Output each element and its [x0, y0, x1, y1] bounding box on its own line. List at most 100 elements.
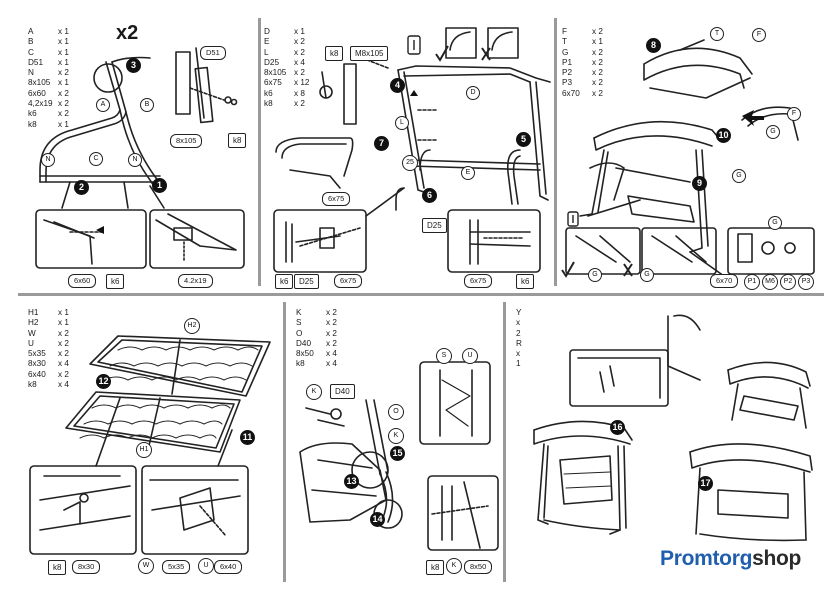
- part-qty: x 2: [294, 99, 305, 109]
- parts-row: P1 x 2: [562, 58, 612, 68]
- label-6x75-right: 6x75: [464, 274, 493, 288]
- callout-k-mid: K: [388, 428, 404, 444]
- part-code: H2: [28, 318, 39, 328]
- part-qty: x 2: [326, 338, 337, 348]
- parts-list-6: Y x 2 R x 1: [516, 308, 522, 370]
- part-qty: x 2: [592, 78, 603, 88]
- part-qty: x 2: [592, 88, 603, 98]
- detail-k-d40: [305, 407, 345, 427]
- parts-row: Y x 2: [516, 308, 522, 339]
- part-code: E: [264, 37, 270, 47]
- part-qty: x 12: [294, 78, 310, 88]
- step-5: 5: [516, 132, 531, 147]
- parts-row: 4,2x19 x 2: [28, 99, 78, 109]
- label-5x35: 5x35: [162, 560, 191, 574]
- callout-p3: P3: [798, 274, 814, 290]
- callout-b: B: [140, 98, 154, 112]
- callout-h1: H1: [136, 442, 152, 458]
- part-code: P2: [562, 68, 573, 78]
- part-code: 6x40: [28, 369, 46, 379]
- detail-1-box: [149, 209, 245, 269]
- callout-p1: P1: [744, 274, 760, 290]
- callout-t: T: [710, 27, 724, 41]
- part-code: 8x30: [28, 359, 46, 369]
- part-code: 5x35: [28, 349, 46, 359]
- part-qty: x 2: [58, 99, 69, 109]
- parts-row: k8 x 2: [264, 99, 314, 109]
- step-16: 16: [610, 420, 625, 435]
- part-qty: x 8: [294, 88, 305, 98]
- seat-net-h1: [65, 391, 241, 453]
- part-qty: x 1: [58, 119, 69, 129]
- callout-f-top: F: [752, 28, 766, 42]
- part-qty: x 2: [326, 328, 337, 338]
- step-6: 6: [422, 188, 437, 203]
- part-code: P1: [562, 57, 573, 67]
- step-4: 4: [390, 78, 405, 93]
- callout-k-bottom: K: [446, 558, 462, 574]
- part-code: k8: [28, 119, 37, 129]
- part-qty: x 2: [592, 27, 603, 36]
- horizontal-divider: [18, 293, 824, 296]
- label-6x40: 6x40: [214, 560, 243, 574]
- part-qty: x 2: [592, 68, 603, 78]
- callout-n-right: N: [128, 153, 142, 167]
- swing-final-left: [533, 420, 633, 535]
- swing-side-hanging: [299, 399, 403, 529]
- part-qty: x 2: [58, 328, 69, 338]
- part-qty: x 2: [58, 88, 69, 98]
- part-code: H1: [28, 308, 39, 317]
- callout-u: U: [462, 348, 478, 364]
- callout-g-cross: G: [640, 268, 654, 282]
- parts-row: H1 x 1: [28, 308, 78, 318]
- detail-16-box: [569, 349, 669, 407]
- part-code: U: [28, 338, 34, 348]
- part-code: K: [296, 308, 302, 317]
- detail-s-box: [419, 361, 491, 445]
- callout-s: S: [436, 348, 452, 364]
- part-code: 8x105: [264, 68, 287, 78]
- part-qty: x 2: [592, 57, 603, 67]
- callout-m6: M6: [762, 274, 778, 290]
- label-8x30: 8x30: [72, 560, 101, 574]
- part-qty: x 1: [58, 47, 69, 57]
- part-qty: x 1: [592, 37, 603, 47]
- main-frame-drawing: [395, 65, 551, 211]
- detail-12-box: [29, 465, 137, 555]
- callout-k-top: K: [306, 384, 322, 400]
- parts-row: R x 1: [516, 339, 522, 370]
- label-k8: k8: [48, 560, 67, 575]
- detail-2-box: [35, 209, 147, 269]
- label-k6: k6: [106, 274, 125, 289]
- callout-25: 25: [402, 155, 418, 171]
- detail-11-box: [141, 465, 249, 555]
- part-qty: x 1: [58, 308, 69, 317]
- part-qty: x 2: [58, 349, 69, 359]
- vertical-divider-1: [258, 18, 261, 286]
- label-4-2x19: 4.2x19: [178, 274, 213, 288]
- part-code: R x 1: [516, 338, 522, 369]
- part-code: 4,2x19: [28, 99, 53, 109]
- step-3: 3: [126, 58, 141, 73]
- wrench-icon-panel3: [567, 211, 579, 227]
- label-d40: D40: [330, 384, 355, 399]
- part-code: k8: [264, 99, 273, 109]
- part-code: F: [562, 27, 568, 36]
